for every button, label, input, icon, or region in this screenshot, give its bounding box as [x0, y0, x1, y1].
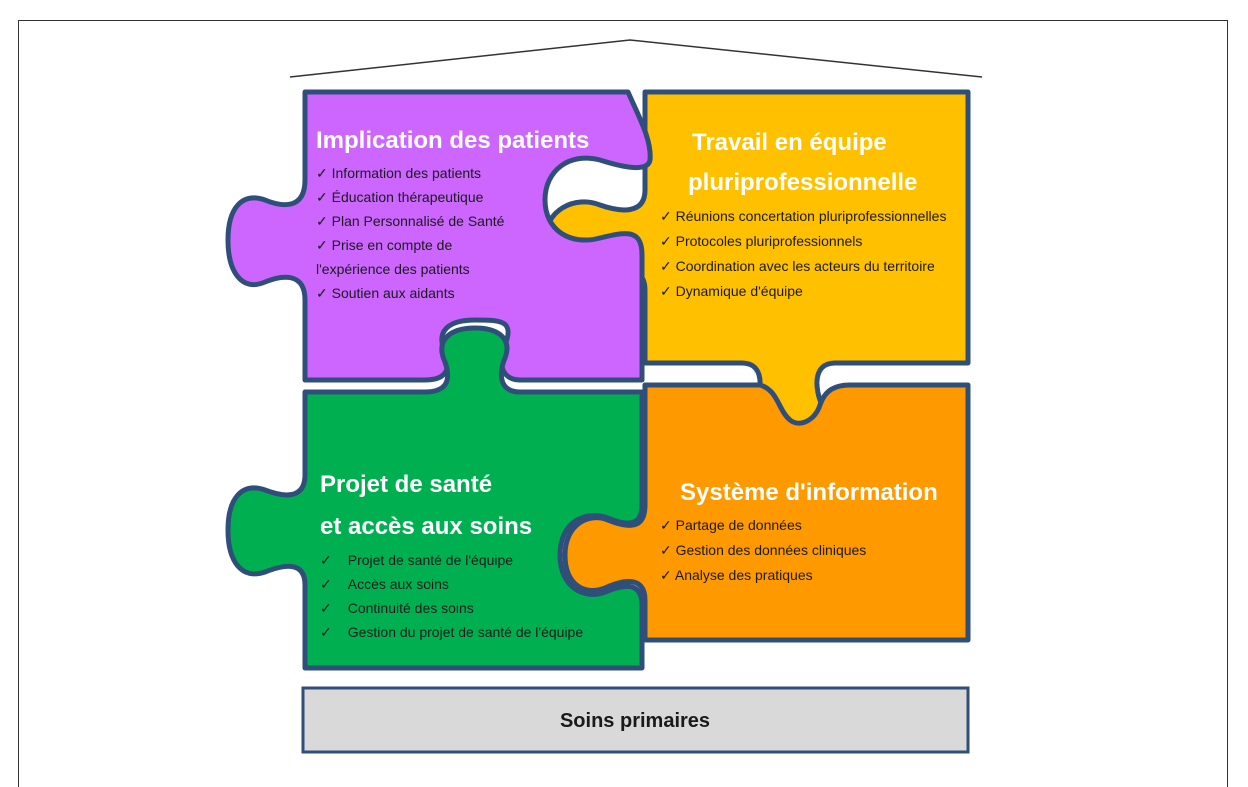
equipe-item-4: ✓ Dynamique d'équipe — [660, 283, 803, 299]
projet-item-4: ✓Gestion du projet de santé de l'équipe — [320, 624, 583, 640]
projet-item-1: ✓Projet de santé de l'équipe — [320, 552, 513, 568]
check-icon: ✓ — [660, 258, 672, 274]
information-list: ✓ Partage de données ✓ Gestion des donné… — [660, 517, 866, 583]
patients-list: ✓ Information des patients ✓ Éducation t… — [316, 165, 505, 301]
patients-item-4-continuation: l'expérience des patients — [316, 261, 470, 277]
equipe-title-line1: Travail en équipe — [692, 129, 887, 156]
projet-title-line2: et accès aux soins — [320, 513, 532, 540]
projet-title-line1: Projet de santé — [320, 471, 492, 498]
equipe-item-3: ✓ Coordination avec les acteurs du terri… — [660, 258, 935, 274]
check-icon: ✓ — [320, 576, 332, 592]
check-icon: ✓ — [320, 624, 332, 640]
base-label: Soins primaires — [560, 710, 710, 732]
check-icon: ✓ — [660, 542, 672, 558]
puzzle-piece-projet — [225, 325, 645, 671]
check-icon: ✓ — [660, 283, 672, 299]
check-icon: ✓ — [316, 165, 328, 181]
check-icon: ✓ — [316, 213, 328, 229]
check-icon: ✓ — [320, 600, 332, 616]
patients-item-2: ✓ Éducation thérapeutique — [316, 189, 484, 205]
information-item-1: ✓ Partage de données — [660, 517, 802, 533]
information-title: Système d'information — [680, 479, 938, 506]
equipe-item-2: ✓ Protocoles pluriprofessionnels — [660, 233, 862, 249]
projet-list: ✓Projet de santé de l'équipe ✓Accès aux … — [320, 552, 583, 640]
check-icon: ✓ — [316, 189, 328, 205]
patients-item-5: ✓ Soutien aux aidants — [316, 285, 455, 301]
equipe-list: ✓ Réunions concertation pluriprofessionn… — [660, 208, 946, 299]
patients-item-4: ✓ Prise en compte de — [316, 237, 452, 253]
check-icon: ✓ — [660, 208, 672, 224]
roof-line — [289, 39, 983, 78]
information-item-3: ✓ Analyse des pratiques — [660, 567, 813, 583]
patients-item-1: ✓ Information des patients — [316, 165, 481, 181]
base-box — [301, 686, 970, 754]
projet-item-2: ✓Accès aux soins — [320, 576, 449, 592]
projet-item-3: ✓Continuité des soins — [320, 600, 474, 616]
patients-title: Implication des patients — [316, 127, 589, 154]
check-icon: ✓ — [316, 237, 328, 253]
equipe-title-line2: pluriprofessionnelle — [688, 169, 917, 196]
puzzle-piece-patients — [225, 89, 653, 383]
check-icon: ✓ — [660, 517, 672, 533]
page-frame — [18, 20, 1228, 787]
puzzle-piece-information — [562, 382, 971, 643]
check-icon: ✓ — [660, 233, 672, 249]
check-icon: ✓ — [320, 552, 332, 568]
check-icon: ✓ — [316, 285, 328, 301]
patients-item-3: ✓ Plan Personnalisé de Santé — [316, 213, 505, 229]
check-icon: ✓ — [660, 567, 672, 583]
information-item-2: ✓ Gestion des données cliniques — [660, 542, 866, 558]
equipe-item-1: ✓ Réunions concertation pluriprofessionn… — [660, 208, 946, 224]
